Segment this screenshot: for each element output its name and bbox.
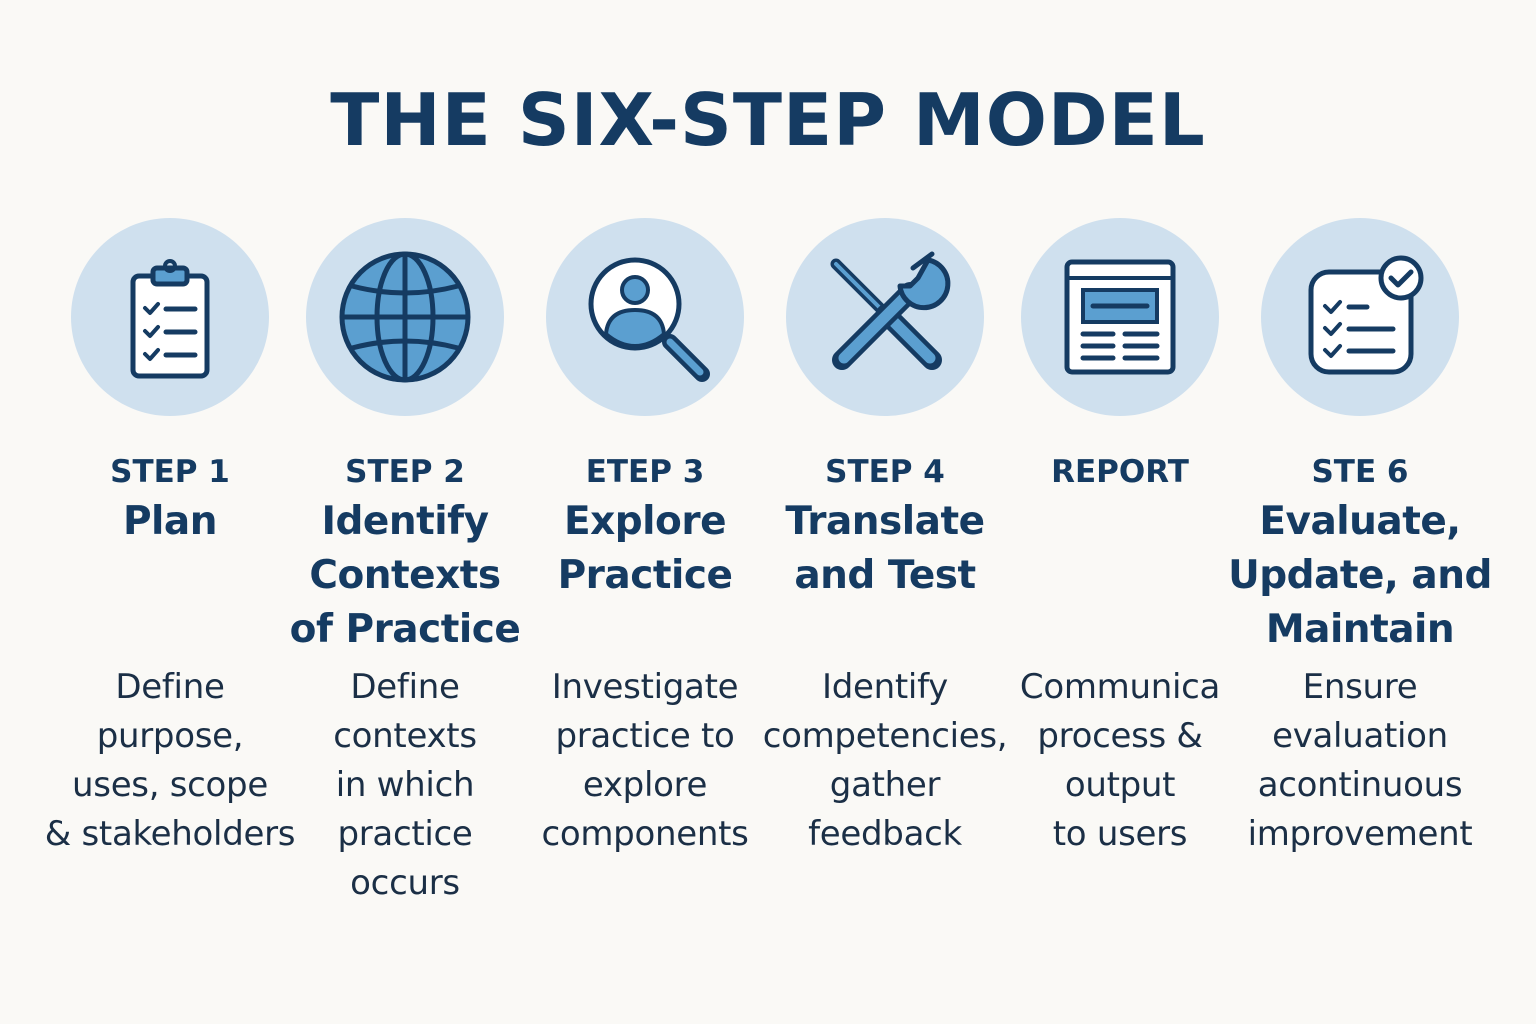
step-5-column: REPORT Communica process & output to use… [980, 218, 1260, 859]
step-3-icon-circle [546, 218, 744, 416]
step-2-label: STEP 2 [345, 454, 465, 490]
step-2-column: STEP 2 Identify Contexts of Practice Def… [265, 218, 545, 908]
step-4-icon-circle [786, 218, 984, 416]
step-3-description: Investigate practice to explore componen… [541, 667, 749, 854]
step-3-label: ETEP 3 [585, 454, 705, 490]
step-5-label: REPORT [1051, 454, 1189, 490]
page-title: THE SIX-STEP MODEL [330, 78, 1206, 162]
step-3-column: ETEP 3 Explore Practice Investigate prac… [505, 218, 785, 859]
step-6-description: Ensure evaluation acontinuous improvemen… [1247, 667, 1473, 854]
step-6-label: STE 6 [1311, 454, 1409, 490]
magnifier-person-icon [588, 257, 710, 382]
step-3-title: Explore Practice [557, 499, 733, 598]
globe-icon [339, 251, 471, 383]
step-4-title: Translate and Test [785, 499, 985, 598]
step-2-description: Define contexts in which practice occurs [333, 667, 477, 903]
step-4-description: Identify competencies, gather feedback [762, 667, 1008, 854]
step-4-label: STEP 4 [825, 454, 945, 490]
step-5-icon-circle [1021, 218, 1219, 416]
step-2-title: Identify Contexts of Practice [289, 499, 521, 652]
checklist-badge-icon [1308, 255, 1424, 375]
step-5-description: Communica process & output to users [1019, 667, 1221, 854]
step-1-icon-circle [71, 218, 269, 416]
step-1-label: STEP 1 [110, 454, 230, 490]
step-4-column: STEP 4 Translate and Test Identify compe… [745, 218, 1025, 859]
step-6-title: Evaluate, Update, and Maintain [1228, 499, 1492, 652]
step-6-column: STE 6 Evaluate, Update, and Maintain Ens… [1220, 218, 1500, 859]
wrench-screwdriver-icon [830, 251, 951, 370]
step-6-icon-circle [1261, 218, 1459, 416]
report-document-icon [1064, 259, 1176, 375]
clipboard-checklist-icon [130, 259, 210, 379]
step-1-column: STEP 1 Plan Define purpose, uses, scope … [30, 218, 310, 859]
step-1-description: Define purpose, uses, scope & stakeholde… [44, 667, 296, 854]
step-1-title: Plan [122, 499, 218, 544]
step-2-icon-circle [306, 218, 504, 416]
